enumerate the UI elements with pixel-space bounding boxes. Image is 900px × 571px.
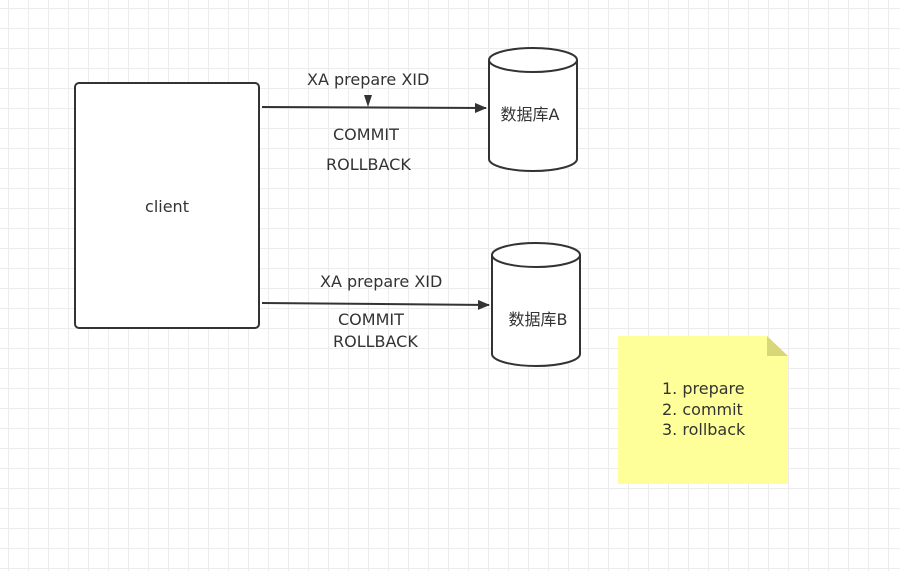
client-box[interactable]: [74, 82, 260, 329]
edge-b-label-commit: COMMIT: [338, 310, 404, 329]
edge-a-label-rollback: ROLLBACK: [326, 155, 411, 174]
sticky-note[interactable]: [618, 336, 788, 484]
edge-b-label-rollback: ROLLBACK: [333, 332, 418, 351]
note-item-prepare: 1. prepare: [662, 379, 745, 398]
edge-a-label-commit: COMMIT: [333, 125, 399, 144]
database-b-label: 数据库B: [508, 310, 568, 329]
edge-client-to-db-b[interactable]: [261, 299, 490, 310]
note-fold-icon: [767, 336, 788, 356]
note-item-commit: 2. commit: [662, 399, 743, 419]
edge-a-label-prepare: XA prepare XID: [307, 70, 430, 89]
database-a-cylinder[interactable]: [488, 47, 578, 172]
label-pointer-icon: [364, 95, 372, 107]
database-b-cylinder[interactable]: [491, 242, 581, 367]
client-label: client: [145, 197, 189, 216]
note-item-rollback: 3. rollback: [662, 420, 746, 439]
edge-client-to-db-a[interactable]: [261, 102, 487, 113]
note-list: 1. prepare 2. commit 3. rollback: [662, 379, 782, 441]
database-a-label: 数据库A: [500, 105, 560, 124]
edge-b-label-prepare: XA prepare XID: [320, 272, 443, 291]
